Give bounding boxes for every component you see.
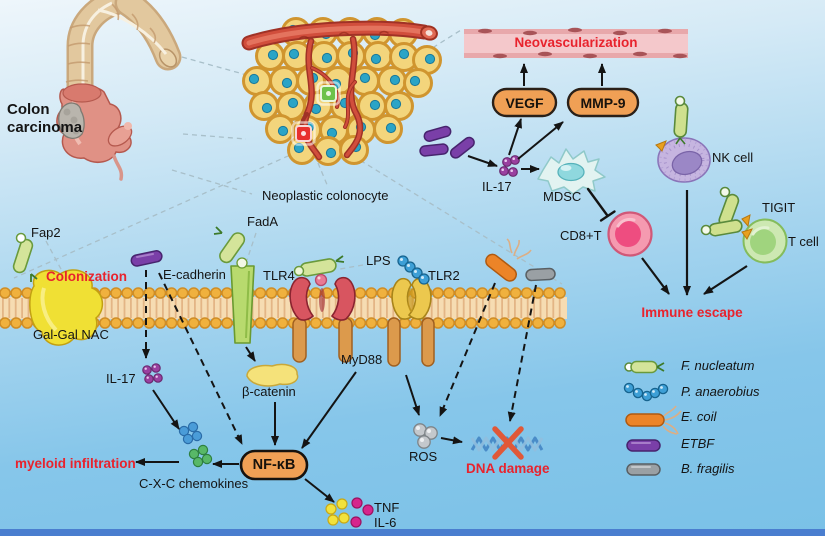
mmp9-box: [566, 87, 640, 118]
e-cadherin-channel: [230, 265, 255, 344]
ros-dots: [413, 423, 438, 449]
pathway-arrows: [135, 63, 748, 503]
fap2-label: Fap2: [31, 225, 61, 240]
zoom-connector-lines: [13, 29, 563, 285]
tlr4-receptor: [289, 276, 356, 363]
etbf-rod-membrane: [130, 250, 163, 267]
colon-carcinoma-label-line2: carcinoma: [7, 119, 83, 136]
colon-carcinoma-label-line1: Colon: [7, 101, 50, 118]
colonization-label: Colonization: [46, 269, 127, 284]
il6-label: IL-6: [374, 515, 397, 530]
neoplastic-colonocyte-label: Neoplastic colonocyte: [262, 188, 389, 203]
legend-etbf-icon: [626, 439, 661, 452]
mmp9-label: MMP-9: [580, 94, 626, 111]
beta-catenin-blob: [246, 363, 299, 387]
neovascularization-label: Neovascularization: [514, 35, 638, 50]
ros-label: ROS: [409, 449, 438, 464]
fnucleatum-on-tcell-upper: [718, 186, 740, 228]
fap2-bacterium: [12, 232, 38, 282]
lps-molecule: [314, 273, 328, 287]
legend-bfragilis-icon: [626, 463, 661, 476]
legend-ecoli-label: E. coil: [681, 409, 717, 424]
immune-escape-label: Immune escape: [641, 305, 743, 320]
legend-bfragilis-label: B. fragilis: [681, 461, 735, 476]
dna-damage-label: DNA damage: [466, 461, 550, 476]
t-cell: [700, 186, 788, 264]
gal-gal-nac-blob: [29, 269, 104, 346]
il17-top-label: IL-17: [482, 179, 512, 194]
t-cell-label: T cell: [788, 234, 819, 249]
tlr4-label: TLR4: [263, 268, 295, 283]
beta-catenin-label: β-catenin: [242, 384, 296, 399]
tlr2-label: TLR2: [428, 268, 460, 283]
dashed-pathway-arrows: [142, 270, 537, 445]
mdsc-cell: [537, 148, 606, 195]
myeloid-infiltration-label: myeloid infiltration: [15, 456, 136, 471]
bottom-blue-bar: [0, 529, 825, 536]
legend-etbf-label: ETBF: [681, 436, 715, 451]
legend-fnucleatum-icon: [624, 360, 665, 374]
il17-dots-lower: [142, 363, 163, 384]
tigit-label: TIGIT: [762, 200, 796, 215]
tnf-label: TNF: [374, 500, 400, 515]
dna-damage-x: [492, 426, 524, 460]
tumor-marker-red: [291, 121, 316, 146]
vegf-box: [491, 87, 558, 118]
tlr2-receptor: [387, 277, 435, 367]
il17-dots-top: [499, 155, 520, 177]
bfragilis-rod: [525, 267, 556, 282]
nk-cell-label: NK cell: [712, 150, 754, 165]
nfkb-box: [239, 449, 309, 481]
panaerobius-chain: [397, 255, 430, 285]
tumor-marker-green: [316, 81, 341, 106]
tnf-il6-dots: [325, 497, 374, 528]
legend-ecoli-icon: [625, 405, 682, 435]
cd8t-label: CD8+T: [560, 228, 602, 243]
fada-label: FadA: [247, 214, 279, 229]
fada-bacterium: [213, 226, 248, 269]
legend-fnucleatum-label: F. nucleatum: [681, 358, 755, 373]
mdsc-label: MDSC: [543, 189, 582, 204]
cxc-chemokines-label: C-X-C chemokines: [139, 476, 249, 491]
neovascularization-vessel: [464, 27, 688, 59]
ecoli-bacterium: [485, 238, 532, 282]
etbf-rods: [419, 125, 475, 159]
colon-illustration: [56, 0, 182, 181]
myd88-label: MyD88: [341, 352, 383, 367]
nk-cell: [655, 95, 711, 183]
mdsc-inhibition-bar: [586, 187, 616, 222]
gal-gal-nac-label: Gal-Gal NAC: [33, 327, 109, 342]
legend-panaerobius-label: P. anaerobius: [681, 384, 760, 399]
legend-panaerobius-icon: [623, 382, 669, 402]
chemokine-dots: [178, 421, 213, 468]
fnucleatum-on-tcell-lower: [700, 219, 743, 237]
fnucleatum-on-tlr4: [293, 255, 345, 277]
fnucleatum-on-nk: [673, 95, 689, 145]
nfkb-label: NF-κB: [252, 457, 296, 473]
e-cadherin-label: E-cadherin: [163, 267, 226, 282]
lps-label: LPS: [366, 253, 391, 268]
cd8t-cell: [607, 211, 653, 257]
vegf-label: VEGF: [505, 94, 544, 111]
il17-lower-label: IL-17: [106, 371, 136, 386]
